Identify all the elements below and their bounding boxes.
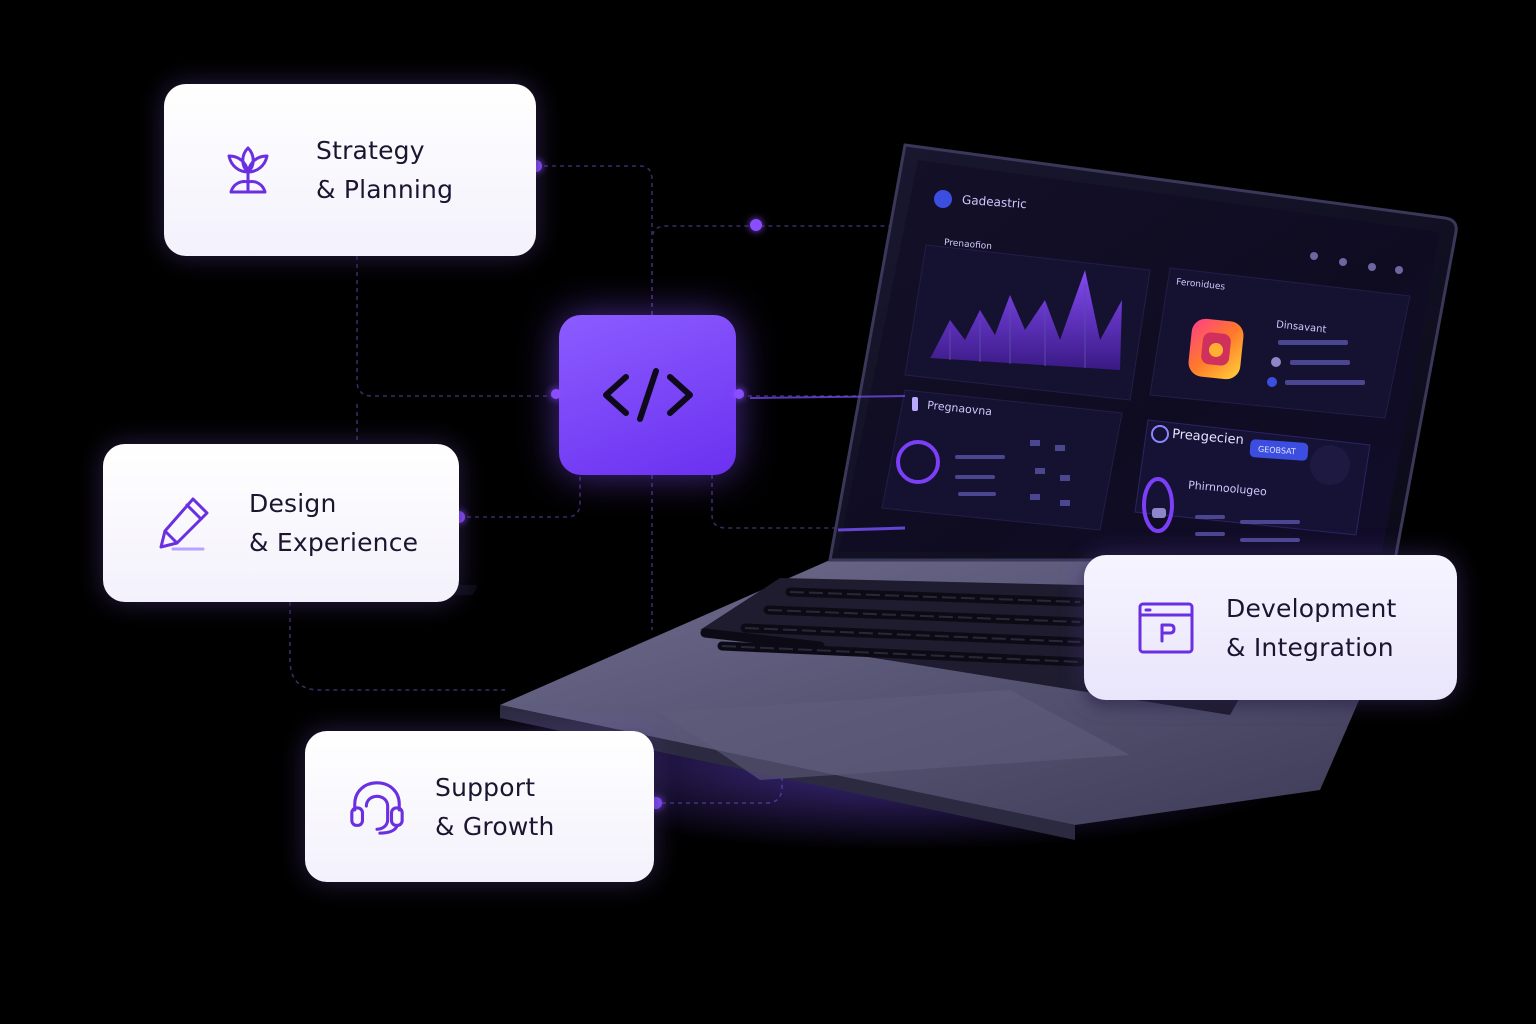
connector-dot	[750, 219, 762, 231]
connector-dot	[551, 389, 561, 399]
card-title-line2: & Integration	[1226, 632, 1394, 662]
design-experience-card[interactable]: Design & Experience	[103, 444, 459, 602]
card-title-line1: Development	[1226, 593, 1397, 623]
card-title-line1: Strategy	[316, 136, 425, 165]
card-title-line2: & Experience	[249, 528, 419, 557]
panel-title: Pregnaovna	[926, 398, 993, 419]
card-title-line2: & Planning	[316, 175, 454, 204]
support-growth-card[interactable]: Support & Growth	[305, 731, 654, 882]
browser-code-icon	[1136, 598, 1196, 658]
preview-badge: GEOBSAT	[1257, 444, 1297, 457]
plant-icon	[218, 140, 278, 200]
development-integration-card[interactable]: Development & Integration	[1084, 555, 1457, 700]
app-title: Gadeastric	[961, 192, 1028, 212]
card-title-line2: & Growth	[435, 811, 555, 841]
pen-icon	[153, 493, 213, 553]
panel-title: Preagecien	[1171, 426, 1245, 449]
panel-title: Phirnnoolugeo	[1187, 478, 1268, 499]
code-brackets-tile	[559, 315, 736, 475]
panel-title: Feronidues	[1175, 277, 1226, 293]
card-title-line1: Design	[249, 489, 337, 518]
strategy-planning-card[interactable]: Strategy & Planning	[164, 84, 536, 256]
panel-title: Prenaofion	[943, 237, 993, 253]
card-title-line1: Support	[435, 772, 536, 802]
connector-dot	[880, 521, 892, 533]
code-brackets-icon	[602, 368, 693, 422]
media-item-label: Dinsavant	[1275, 319, 1327, 336]
headset-icon	[347, 777, 407, 837]
connector-dot	[734, 389, 744, 399]
